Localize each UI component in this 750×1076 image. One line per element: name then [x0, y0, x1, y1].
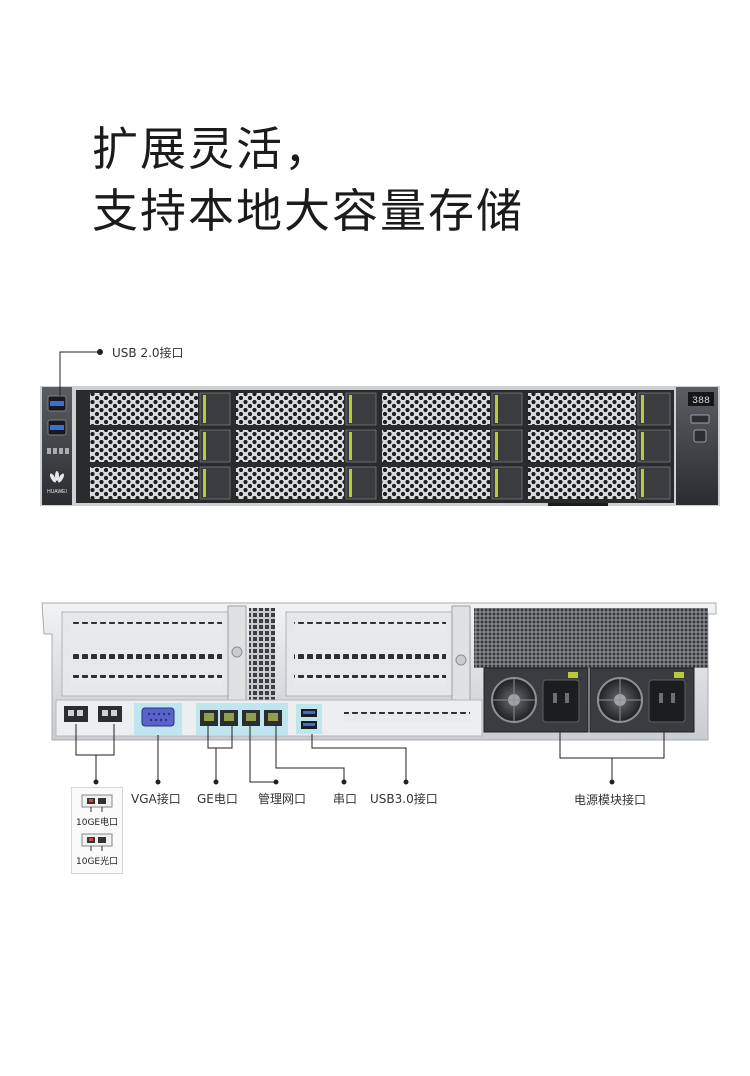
10ge-legend-art [81, 794, 113, 851]
rear-callouts [75, 724, 665, 783]
power-socket-icon[interactable] [542, 679, 580, 723]
usb2-label: USB 2.0接口 [112, 346, 184, 360]
headline-line-2: 支持本地大容量存储 [92, 184, 524, 238]
front-display: 388 [692, 396, 710, 407]
power-button-icon[interactable] [693, 429, 707, 443]
usb3-label: USB3.0接口 [370, 792, 438, 806]
10ge-optical-label: 10GE光口 [76, 857, 119, 867]
headline-line-1: 扩展灵活， [92, 122, 332, 176]
huawei-logo-icon [49, 471, 65, 483]
front-brand-label: HUAWEI [47, 489, 67, 495]
10ge-legend: 10GE电口 10GE光口 [71, 787, 123, 874]
10ge-copper-label: 10GE电口 [76, 818, 119, 828]
usb3-port-icon[interactable] [303, 723, 315, 726]
mgmt-label: 管理网口 [258, 792, 307, 806]
vga-label: VGA接口 [131, 792, 181, 806]
10ge-ports [64, 706, 122, 722]
serial-label: 串口 [333, 792, 358, 806]
usb2-port-icon[interactable] [50, 425, 64, 430]
front-panel: HUAWEI [40, 386, 720, 506]
power-socket-icon[interactable] [648, 679, 686, 723]
psu-2 [589, 667, 695, 733]
drive-bays [76, 390, 674, 506]
usb2-port-icon[interactable] [50, 401, 64, 406]
psu-label: 电源模块接口 [574, 793, 647, 807]
rear-panel [41, 602, 717, 741]
headline: 扩展灵活， 支持本地大容量存储 [92, 118, 524, 242]
usb3-port-icon[interactable] [303, 711, 315, 714]
ge-label: GE电口 [197, 792, 238, 806]
front-right-ear [676, 387, 718, 505]
psu-1 [483, 667, 589, 733]
vga-port-icon[interactable] [141, 707, 175, 727]
rj45-ports [200, 710, 282, 726]
usb2-callout [59, 351, 100, 396]
